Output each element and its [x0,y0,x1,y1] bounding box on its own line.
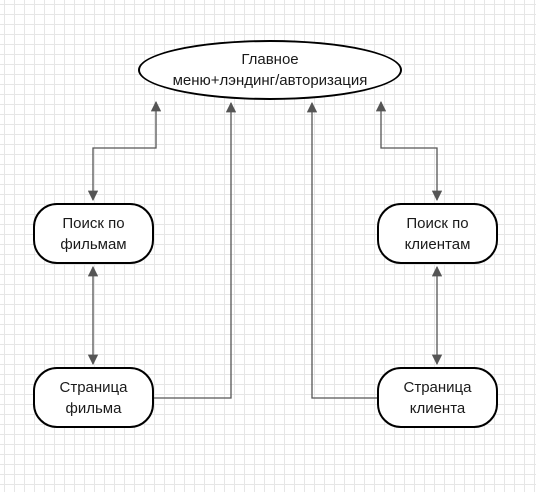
node-film-page-line2: фильма [65,399,122,417]
node-client-page-line1: Страница [403,378,472,396]
node-search-clients-line2: клиентам [404,235,471,253]
edge-client-page-main [306,101,377,399]
node-search-films-line1: Поиск по [62,214,125,232]
node-search-clients[interactable]: Поиск по клиентам [377,203,498,264]
node-main-menu-line1: Главное [241,51,299,68]
node-main-menu[interactable]: Главное меню+лэндинг/авторизация [138,40,402,100]
edge-main-search-clients [375,100,443,202]
edge-main-search-films [87,100,162,202]
node-film-page[interactable]: Страница фильма [33,367,154,428]
node-main-menu-line2: меню+лэндинг/авторизация [172,72,368,89]
node-client-page[interactable]: Страница клиента [377,367,498,428]
node-search-films[interactable]: Поиск по фильмам [33,203,154,264]
node-search-films-line2: фильмам [60,235,127,253]
node-search-clients-line1: Поиск по [406,214,469,232]
node-film-page-line1: Страница [59,378,128,396]
node-client-page-line2: клиента [409,399,466,417]
edge-film-page-main [154,101,237,399]
